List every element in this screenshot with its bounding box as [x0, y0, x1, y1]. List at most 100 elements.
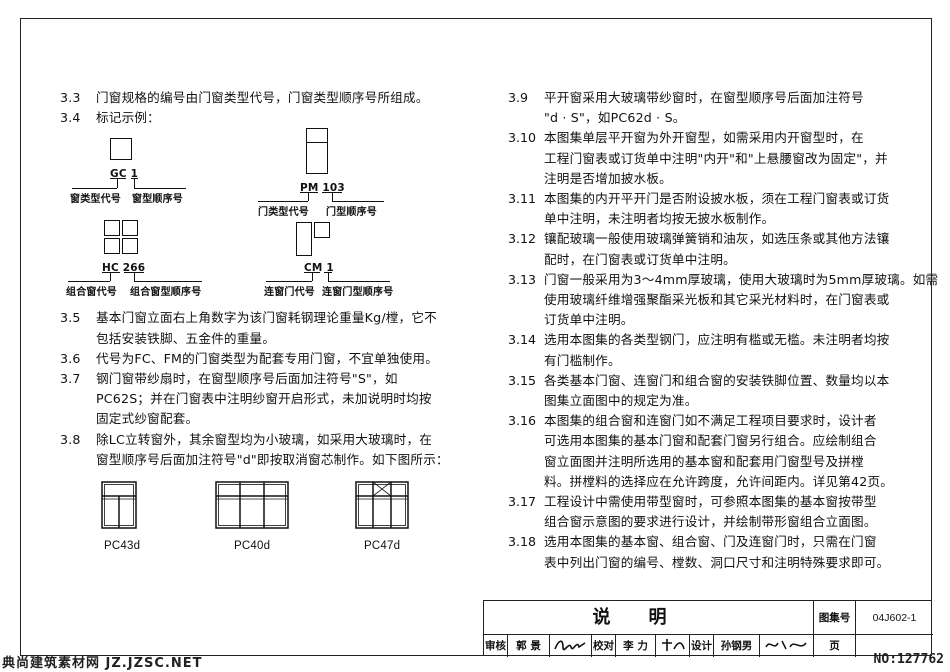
- leader: [117, 178, 118, 189]
- note-number: 3.7: [60, 371, 81, 387]
- note-number: 3.14: [508, 332, 537, 348]
- note-line: 表中列出门窗的编号、樘数、洞口尺寸和注明特殊要求即可。: [544, 554, 890, 570]
- note-line: 组合窗示意图的要求进行设计，并绘制带形窗组合立面图。: [544, 514, 877, 530]
- note-line: 有门槛制作。: [544, 352, 621, 368]
- note-number: 3.6: [60, 350, 81, 366]
- atlas-label: 图集号: [814, 601, 856, 635]
- note-3-9: 3.9 平开窗采用大玻璃带纱窗时，在窗型顺序号后面加注符号 "d · S"，如P…: [508, 88, 912, 128]
- note-number: 3.11: [508, 191, 537, 207]
- label-combo-window: 组合窗代号: [66, 287, 117, 299]
- reviewer-name: 郭 景: [508, 635, 550, 657]
- leader: [312, 272, 313, 282]
- label-door-window-seq: 连窗门型顺序号: [322, 287, 394, 299]
- note-line: 图集立面图中的规定为准。: [544, 393, 698, 409]
- leader: [266, 281, 312, 283]
- note-line: 选用本图集的基本窗、组合窗、门及连窗门时，只需在门窗: [544, 534, 877, 550]
- note-line: 可选用本图集的基本门窗和配套门窗另行组合。应绘制组合: [544, 433, 877, 449]
- leader: [134, 188, 186, 190]
- leader: [110, 272, 111, 282]
- door-symbol: [306, 128, 328, 175]
- leader: [134, 272, 135, 282]
- label-combo-seq: 组合窗型顺序号: [130, 287, 202, 299]
- watermark-right: NO:127762: [873, 652, 944, 667]
- note-3-5: 3.5 基本门窗立面右上角数字为该门窗耗钢理论重量Kg/樘，它不 包括安装铁脚、…: [60, 308, 460, 348]
- underline: [300, 192, 318, 194]
- note-number: 3.9: [508, 90, 529, 105]
- door-part: [296, 222, 312, 257]
- note-number: 3.18: [508, 534, 537, 550]
- page-label: 页: [814, 635, 856, 657]
- note-number: 3.5: [60, 310, 81, 326]
- leader: [258, 201, 308, 203]
- note-3-17: 3.17 工程设计中需使用带型窗时，可参照本图集的基本窗按带型 组合窗示意图的要…: [508, 492, 912, 532]
- note-3-7: 3.7 钢门窗带纱扇时，在窗型顺序号后面加注符号"S"，如 PC62S；并在门窗…: [60, 369, 460, 430]
- note-number: 3.17: [508, 494, 537, 510]
- window-label-pc40d: PC40d: [234, 540, 271, 553]
- note-line: 使用玻璃纤维增强聚酯采光板和其它采光材料时，在门窗表或: [544, 292, 890, 308]
- note-3-11: 3.11 本图集的内开平开门是否附设披水板，须在工程门窗表或订货 单中注明，未注…: [508, 189, 912, 229]
- note-3-14: 3.14 选用本图集的各类型钢门，应注明有槛或无槛。未注明者均按 有门槛制作。: [508, 330, 912, 370]
- note-line: 工程门窗表或订货单中注明"内开"和"上悬腰窗改为固定"，并: [544, 150, 888, 166]
- window-pc40d: [215, 481, 289, 529]
- note-line: 单中注明，未注明者均按无披水板制作。: [544, 211, 775, 227]
- note-line: 注明是否增加披水板。: [544, 170, 672, 186]
- large-glass-windows: PC43d PC40d PC47d: [60, 478, 460, 552]
- note-line: 窗型顺序号后面加注符号"d"即按取消窗芯制作。如下图所示：: [96, 451, 449, 467]
- note-line: "d · S"，如PC62d · S。: [544, 110, 686, 126]
- note-number: 3.12: [508, 231, 537, 247]
- window-pane: [122, 220, 138, 237]
- note-line: 选用本图集的各类型钢门，应注明有槛或无槛。未注明者均按: [544, 332, 890, 348]
- label-window-seq: 窗型顺序号: [132, 194, 183, 206]
- window-label-pc47d: PC47d: [364, 540, 401, 553]
- note-number: 3.8: [60, 431, 81, 447]
- note-3-10: 3.10 本图集单层平开窗为外开窗型，如需采用内开窗型时，在 工程门窗表或订货单…: [508, 128, 912, 189]
- code-cm: CM 1: [304, 262, 334, 275]
- note-3-18: 3.18 选用本图集的基本窗、组合窗、门及连窗门时，只需在门窗 表中列出门窗的编…: [508, 532, 912, 572]
- note-line: 镶配玻璃一般使用玻璃弹簧销和油灰，如选压条或其他方法镶: [544, 231, 890, 247]
- leader: [68, 281, 110, 283]
- window-label-pc43d: PC43d: [104, 540, 141, 553]
- note-3-3: 3.3 门窗规格的编号由门窗类型代号，门窗类型顺序号所组成。: [60, 88, 460, 108]
- note-line: 包括安装铁脚、五金件的重量。: [96, 330, 276, 346]
- signature-image: [764, 640, 807, 650]
- door-transom: [306, 142, 328, 144]
- label-door-seq: 门型顺序号: [326, 207, 377, 219]
- note-line: 料。拼樘料的选择应在允许跨度，允许间距内。详见第42页。: [544, 473, 894, 489]
- label-door-window-combo: 连窗门代号: [264, 287, 315, 299]
- note-line: 配时，在门窗表或订货单中注明。: [544, 251, 736, 267]
- window-elevations: [101, 481, 409, 529]
- note-line: 订货单中注明。: [544, 312, 634, 328]
- right-column: 3.9 平开窗采用大玻璃带纱窗时，在窗型顺序号后面加注符号 "d · S"，如P…: [508, 88, 938, 573]
- designer-name: 孙钢男: [714, 635, 760, 657]
- code-pm: PM 103: [300, 182, 345, 195]
- note-3-4: 3.4 标记示例：: [60, 108, 460, 128]
- leader: [308, 192, 309, 202]
- note-line: 除LC立转窗外，其余窗型均为小玻璃，如采用大玻璃时，在: [96, 431, 433, 447]
- drawing-frame: [20, 18, 932, 656]
- leader: [134, 178, 135, 189]
- note-line: 本图集的内开平开门是否附设披水板，须在工程门窗表或订货: [544, 191, 890, 207]
- designer-signature: [760, 635, 814, 657]
- note-3-12: 3.12 镶配玻璃一般使用玻璃弹簧销和油灰，如选压条或其他方法镶 配时，在门窗表…: [508, 229, 912, 269]
- check-label: 校对: [592, 635, 616, 657]
- design-label: 设计: [690, 635, 714, 657]
- note-line: 本图集的组合窗和连窗门如不满足工程项目要求时，设计者: [544, 413, 877, 429]
- note-number: 3.3: [60, 90, 81, 105]
- note-line: 基本门窗立面右上角数字为该门窗耗钢理论重量Kg/樘，它不: [96, 310, 437, 326]
- watermark-left: 典尚建筑素材网 JZ.JZSC.NET: [2, 656, 203, 671]
- window-pc47d: [355, 481, 409, 529]
- leader: [332, 201, 384, 203]
- code-gc: GC 1: [110, 168, 139, 181]
- note-line: 标记示例：: [96, 110, 160, 126]
- checker-signature: [656, 635, 690, 657]
- leader: [328, 272, 329, 282]
- window-pane: [104, 220, 120, 237]
- title-block: 说明 图集号 04J602-1 审核 郭 景 校对 李 力 设计 孙钢男 页: [483, 600, 933, 657]
- note-3-8: 3.8 除LC立转窗外，其余窗型均为小玻璃，如采用大玻璃时，在 窗型顺序号后面加…: [60, 430, 460, 470]
- note-3-6: 3.6 代号为FC、FM的门窗类型为配套专用门窗，不宜单独使用。: [60, 349, 460, 369]
- signature-image: [661, 639, 685, 651]
- note-line: 平开窗采用大玻璃带纱窗时，在窗型顺序号后面加注符号: [544, 90, 864, 105]
- checker-name: 李 力: [616, 635, 656, 657]
- reviewer-signature: [550, 635, 592, 657]
- window-pc43d: [101, 481, 137, 529]
